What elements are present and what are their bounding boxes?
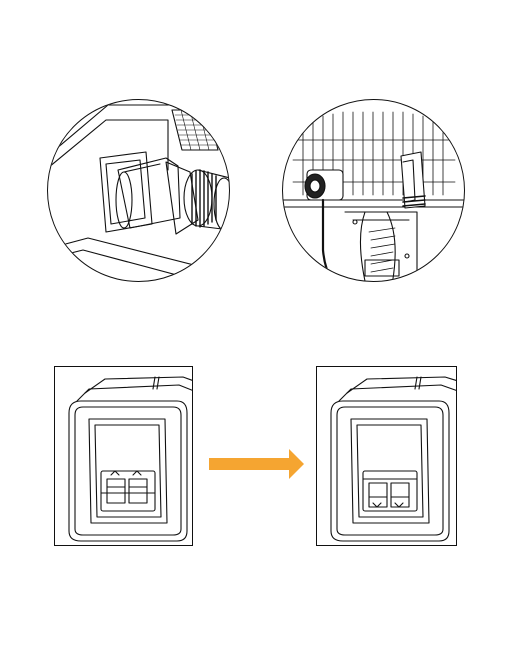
rear-port-illustration — [283, 100, 465, 282]
breaker-after-illustration — [316, 366, 457, 546]
arrow-right-icon — [206, 448, 306, 480]
arrow-icon — [206, 448, 306, 480]
breaker-switch-on-illustration — [55, 367, 193, 546]
breaker-before-illustration — [54, 366, 193, 546]
connector-closeup-illustration — [47, 99, 230, 282]
rear-port-closeup-illustration — [282, 99, 465, 282]
breaker-switch-off-illustration — [317, 367, 457, 546]
plug-connector-illustration — [48, 100, 230, 282]
